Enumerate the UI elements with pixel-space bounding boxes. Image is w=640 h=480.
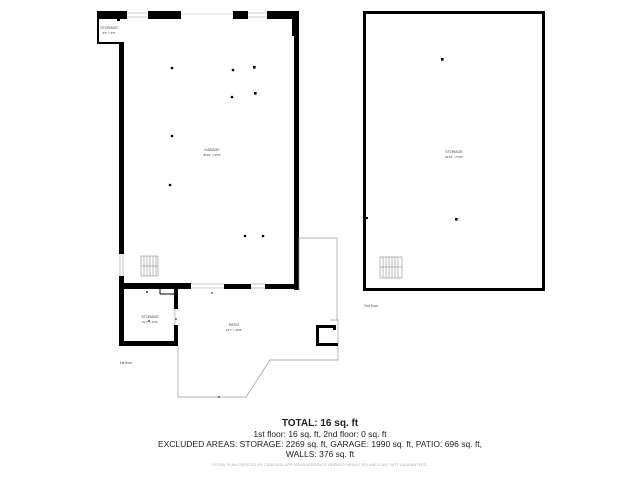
- fixture-dots: [441, 58, 458, 221]
- wall: [97, 11, 99, 43]
- wall: [316, 325, 319, 346]
- second-floor-plan: STORAGE 36'10" x 53'8" 2nd floor: [363, 11, 545, 308]
- wall: [294, 36, 299, 290]
- room-name: PATIO: [229, 323, 239, 327]
- walls-area: WALLS: 376 sq. ft: [285, 449, 355, 459]
- wall: [233, 11, 248, 19]
- room-dims: 36'10" x 53'8": [445, 155, 463, 159]
- stairs-icon: [379, 256, 403, 279]
- stairs-icon: [140, 255, 159, 277]
- room-name: STORAGE: [141, 315, 159, 319]
- room-name: GARAGE: [204, 148, 220, 152]
- room-name: STORAGE: [445, 150, 463, 154]
- area-summary: TOTAL: 16 sq. ft 1st floor: 16 sq. ft, 2…: [0, 418, 640, 460]
- wall: [119, 42, 124, 254]
- wall: [316, 343, 338, 346]
- wall: [174, 325, 178, 346]
- floor-label: 1st floor: [120, 361, 134, 365]
- room-dims: 35'10" x 55'5": [203, 153, 221, 157]
- wall: [119, 341, 177, 346]
- wall: [174, 289, 178, 309]
- wall: [265, 284, 299, 289]
- floor-label: 2nd floor: [364, 304, 379, 308]
- first-floor-plan: STORAGE 6'5" x 5'5" GARAGE 35'10" x 55'5…: [97, 11, 339, 398]
- wall: [119, 276, 124, 346]
- wall: [97, 11, 127, 19]
- wall: [333, 325, 336, 330]
- room-dims: 10'7" x 11'9": [142, 320, 158, 324]
- footer-note: FLOOR PLAN CREATED BY CUBICASA APP. MEAS…: [212, 463, 428, 467]
- wall: [363, 11, 545, 291]
- wall: [316, 325, 335, 328]
- wall: [292, 11, 299, 36]
- excluded-areas: EXCLUDED AREAS: STORAGE: 2269 sq. ft, GA…: [157, 439, 483, 449]
- wall: [117, 17, 120, 21]
- room-dims: 33'7" x 32'8": [226, 328, 242, 332]
- fixture-dots: [146, 66, 265, 398]
- total-area: TOTAL: 16 sq. ft: [281, 418, 359, 429]
- wall: [267, 11, 298, 19]
- wall: [119, 283, 191, 289]
- wall: [97, 42, 119, 44]
- room-name: STORAGE: [100, 26, 118, 30]
- wall: [148, 11, 181, 19]
- room-dims: 6'5" x 5'5": [102, 31, 115, 35]
- floor-areas: 1st floor: 16 sq. ft, 2nd floor: 0 sq. f…: [253, 429, 387, 439]
- wall: [224, 284, 251, 289]
